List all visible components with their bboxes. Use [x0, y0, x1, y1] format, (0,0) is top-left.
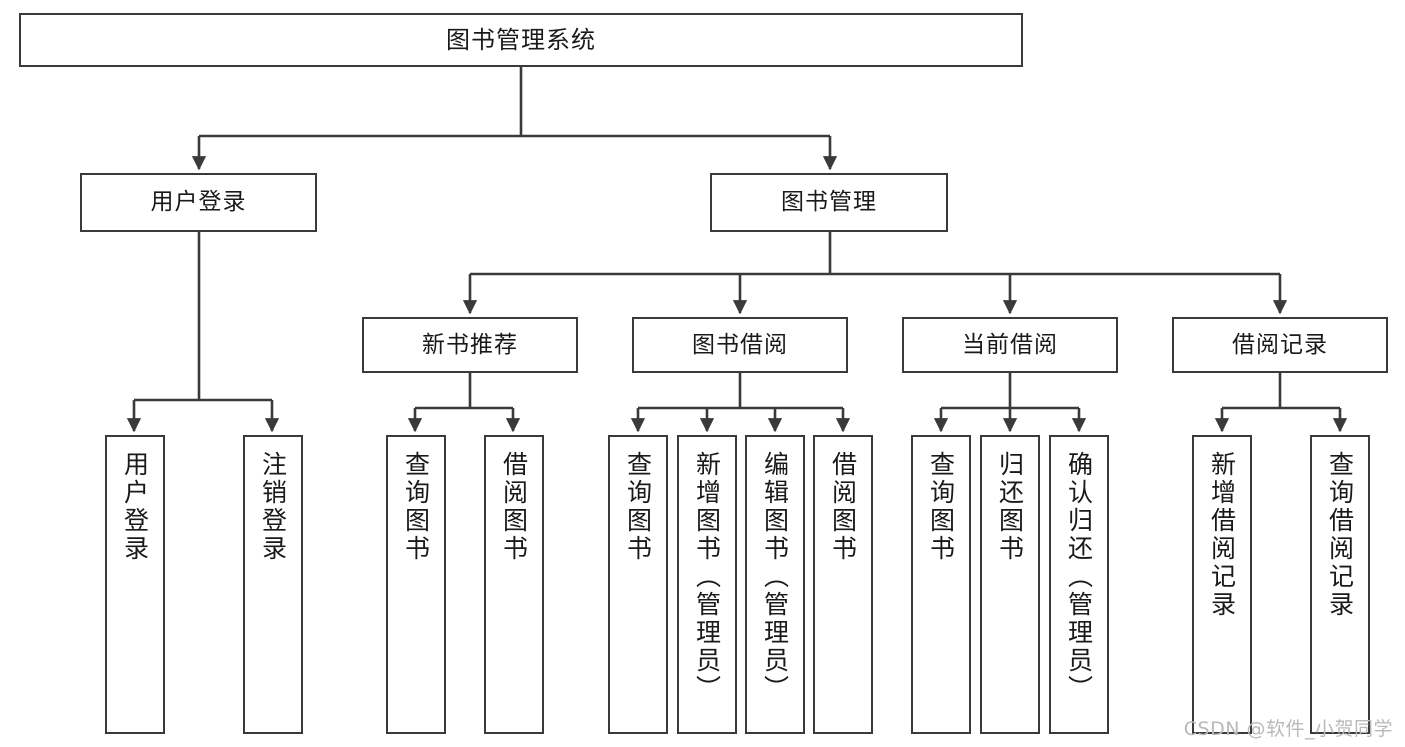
leaf-return-books[interactable]: 归还图书 [980, 435, 1040, 734]
node-label: 图书管理 [781, 189, 877, 216]
node-label: 用户登录 [150, 189, 247, 216]
node-label: 归还图书 [995, 451, 1025, 563]
leaf-logout[interactable]: 注销登录 [243, 435, 303, 734]
node-label: 确认归还（管理员） [1064, 451, 1094, 703]
leaf-query-books-borrowing[interactable]: 查询图书 [608, 435, 668, 734]
leaf-user-login[interactable]: 用户登录 [105, 435, 165, 734]
node-label: 当前借阅 [962, 331, 1058, 358]
leaf-add-book-admin[interactable]: 新增图书（管理员） [677, 435, 737, 734]
node-label: 图书管理系统 [446, 26, 596, 54]
node-book-management[interactable]: 图书管理 [710, 173, 948, 232]
leaf-borrow-books-recommendation[interactable]: 借阅图书 [484, 435, 544, 734]
node-label: 新增借阅记录 [1207, 451, 1237, 619]
node-borrowing-records[interactable]: 借阅记录 [1172, 317, 1388, 373]
node-label: 新增图书（管理员） [692, 451, 722, 703]
leaf-query-books-recommendation[interactable]: 查询图书 [386, 435, 446, 734]
leaf-query-books-current[interactable]: 查询图书 [911, 435, 971, 734]
node-label: 借阅图书 [828, 451, 858, 563]
node-label: 编辑图书（管理员） [760, 451, 790, 703]
node-label: 查询图书 [926, 451, 956, 563]
node-label: 查询图书 [623, 451, 653, 563]
node-root-book-management-system[interactable]: 图书管理系统 [19, 13, 1023, 67]
node-book-borrowing[interactable]: 图书借阅 [632, 317, 848, 373]
node-label: 查询图书 [401, 451, 431, 563]
node-label: 新书推荐 [422, 331, 518, 358]
node-user-login[interactable]: 用户登录 [80, 173, 317, 232]
leaf-query-borrowing-record[interactable]: 查询借阅记录 [1310, 435, 1370, 734]
leaf-edit-book-admin[interactable]: 编辑图书（管理员） [745, 435, 805, 734]
node-label: 查询借阅记录 [1325, 451, 1355, 619]
node-current-borrowing[interactable]: 当前借阅 [902, 317, 1118, 373]
node-label: 用户登录 [120, 451, 150, 563]
leaf-borrow-books-borrowing[interactable]: 借阅图书 [813, 435, 873, 734]
node-label: 借阅记录 [1232, 331, 1328, 358]
leaf-confirm-return-admin[interactable]: 确认归还（管理员） [1049, 435, 1109, 734]
node-label: 注销登录 [258, 451, 288, 563]
node-label: 图书借阅 [692, 331, 788, 358]
leaf-add-borrowing-record[interactable]: 新增借阅记录 [1192, 435, 1252, 734]
node-label: 借阅图书 [499, 451, 529, 563]
node-new-book-recommendation[interactable]: 新书推荐 [362, 317, 578, 373]
